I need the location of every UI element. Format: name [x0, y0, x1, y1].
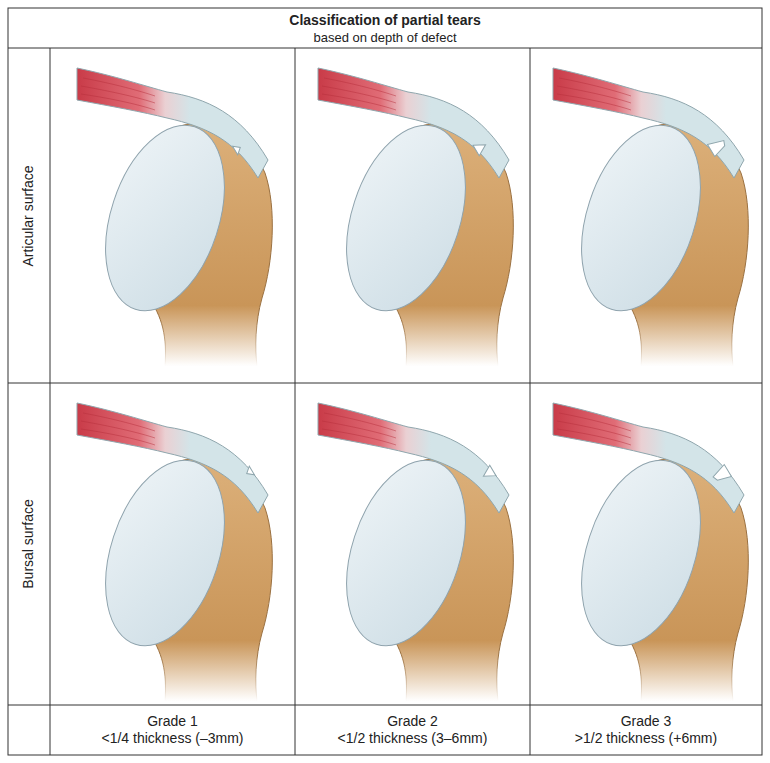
shoulder-figure [77, 68, 272, 366]
row-header: Articular surface [9, 49, 49, 382]
shoulder-figure [77, 403, 272, 701]
column-footer: Grade 2<1/2 thickness (3–6mm) [296, 706, 529, 754]
row-label: Bursal surface [20, 499, 38, 588]
title-text: Classification of partial tears [289, 12, 480, 30]
grade-description: <1/2 thickness (3–6mm) [338, 730, 488, 748]
title-cell: Classification of partial tearsbased on … [9, 9, 761, 49]
grade-description: <1/4 thickness (–3mm) [102, 730, 244, 748]
subtitle-text: based on depth of defect [313, 30, 456, 46]
row-label: Articular surface [20, 165, 38, 266]
column-footer: Grade 3>1/2 thickness (+6mm) [531, 706, 761, 754]
grade-label: Grade 3 [621, 713, 672, 731]
table-frame [8, 8, 762, 755]
shoulder-figure [318, 68, 513, 366]
shoulder-figure [318, 403, 513, 701]
shoulder-figure [553, 68, 748, 366]
row-header: Bursal surface [9, 384, 49, 704]
grade-description: >1/2 thickness (+6mm) [575, 730, 717, 748]
shoulder-figure [553, 403, 748, 701]
table-grid [8, 48, 762, 755]
grade-label: Grade 2 [387, 713, 438, 731]
grade-label: Grade 1 [147, 713, 198, 731]
column-footer: Grade 1<1/4 thickness (–3mm) [51, 706, 294, 754]
